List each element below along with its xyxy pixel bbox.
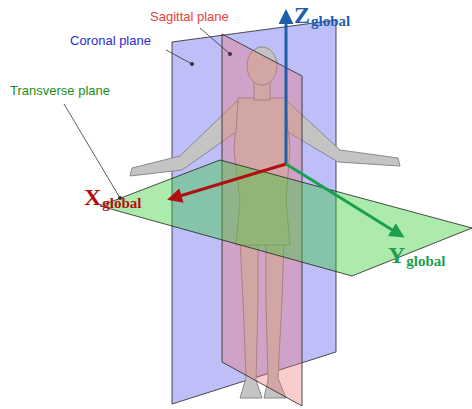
leader-dot (228, 52, 232, 56)
leader-line (166, 50, 192, 64)
leader-line (200, 28, 230, 54)
right-arm (286, 100, 400, 166)
y-axis-arrow (286, 164, 402, 236)
leader-line (64, 104, 120, 198)
axis-label: Y (388, 242, 405, 268)
axis-subscript: global (311, 13, 350, 30)
axis-label: Z (294, 2, 310, 28)
plane-label: Coronal plane (70, 34, 151, 48)
z-axis-arrow (285, 12, 288, 164)
axis-subscript: global (406, 253, 445, 270)
leader-dot (190, 62, 194, 66)
plane-label: Transverse plane (10, 84, 110, 98)
transverse-plane (100, 160, 472, 276)
axis-subscript: global (102, 195, 141, 212)
x-axis-arrow (170, 164, 286, 199)
plane-label: Sagittal plane (150, 10, 229, 24)
axis-label: X (84, 184, 101, 210)
